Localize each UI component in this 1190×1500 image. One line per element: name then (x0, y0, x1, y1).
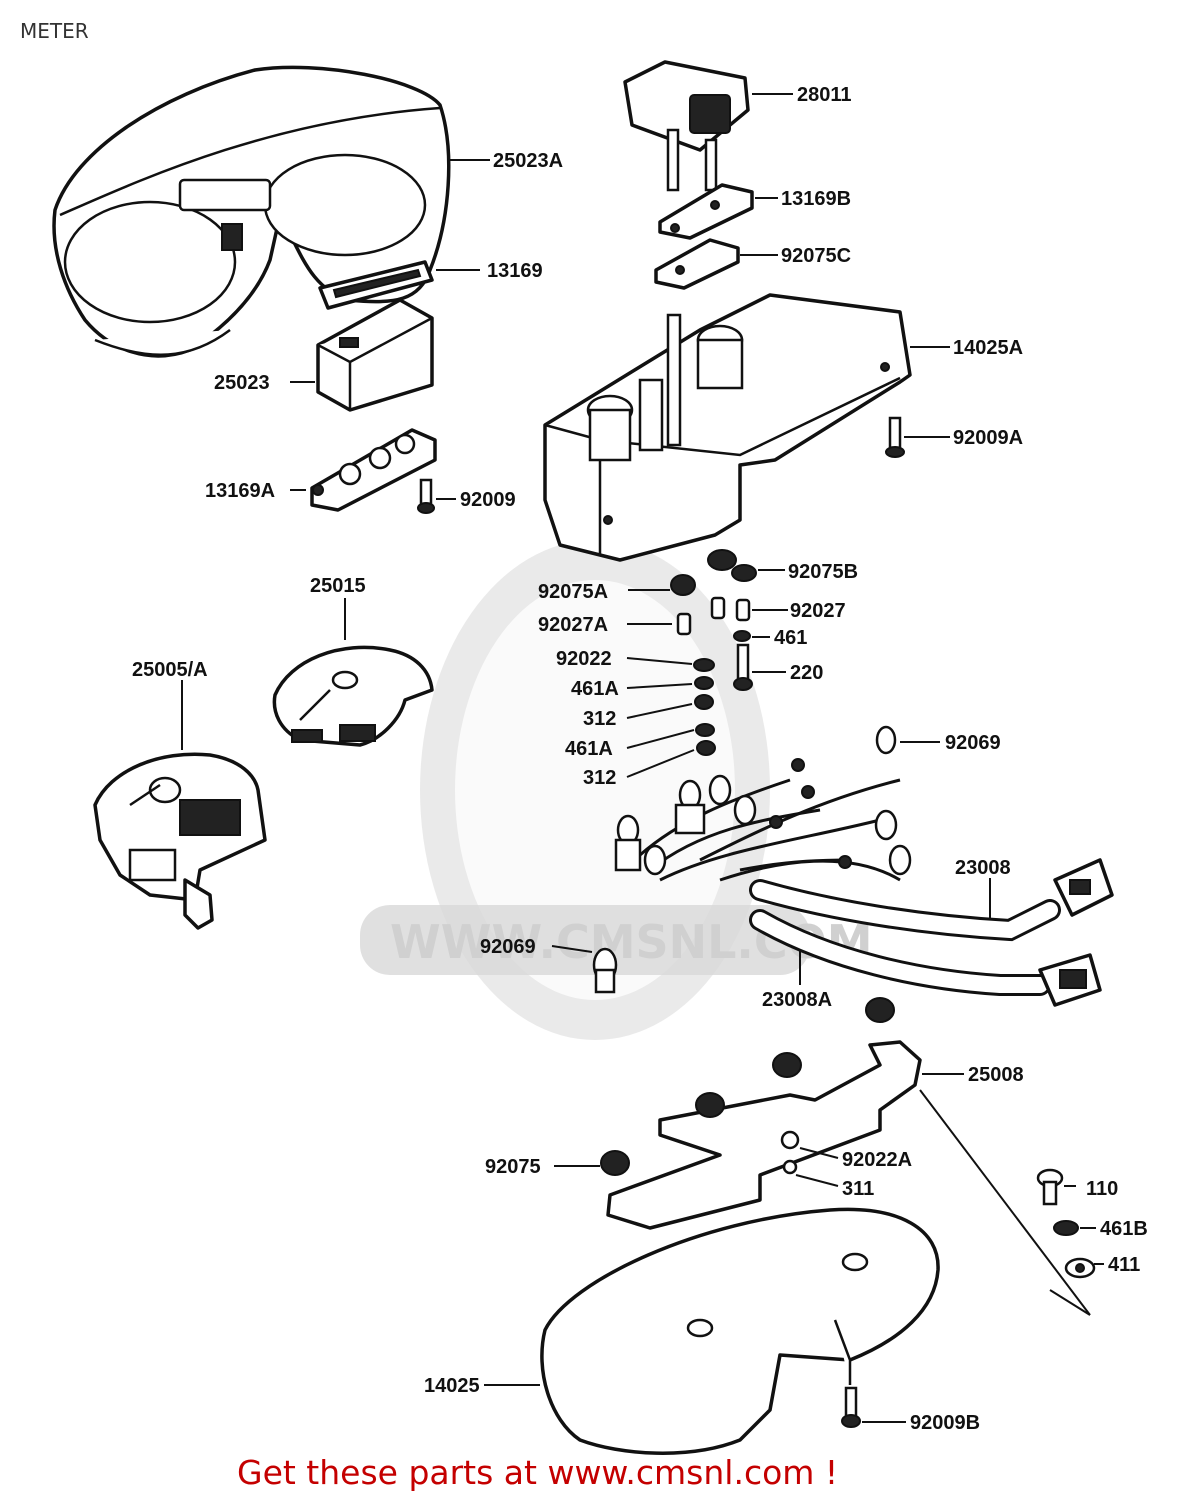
part-411-washer (1064, 1257, 1096, 1279)
part-92009-screw (417, 478, 435, 514)
label-13169b: 13169B (781, 188, 851, 210)
label-25023: 25023 (214, 372, 270, 394)
part-110-bolt (1036, 1168, 1064, 1206)
footer-promo-text: Get these parts at www.cmsnl.com ! (237, 1453, 838, 1492)
label-411: 411 (1108, 1254, 1140, 1276)
label-25015: 25015 (310, 575, 366, 597)
label-92022a: 92022A (842, 1149, 912, 1171)
part-25023a-meter-cover (52, 65, 451, 358)
label-92075b: 92075B (788, 561, 858, 583)
label-23008a: 23008A (762, 989, 832, 1011)
part-23008-wiring-harness (614, 725, 1114, 1007)
label-92027a: 92027A (538, 614, 608, 636)
label-92022: 92022 (556, 648, 612, 670)
label-461b: 461B (1100, 1218, 1148, 1240)
label-461a-lower: 461A (565, 738, 613, 760)
part-461-washer (733, 630, 751, 642)
label-14025: 14025 (424, 1375, 480, 1397)
part-25005a-gauge (93, 752, 267, 930)
part-461b-washer (1053, 1220, 1079, 1236)
page-title: METER (20, 19, 89, 43)
label-92075c: 92075C (781, 245, 851, 267)
label-92009: 92009 (460, 489, 516, 511)
label-28011: 28011 (797, 84, 852, 106)
label-220: 220 (790, 662, 823, 684)
part-25008-bracket (606, 1040, 922, 1230)
label-311: 311 (842, 1178, 874, 1200)
part-92009b-screw (841, 1386, 861, 1428)
part-92075c (654, 238, 740, 290)
part-14025a-meter-housing (543, 293, 912, 562)
leader-lines (181, 93, 1104, 1423)
label-92075a: 92075A (538, 581, 608, 603)
label-25005a: 25005/A (132, 659, 208, 681)
label-92069-lower: 92069 (480, 936, 536, 958)
part-14025-lower-cover (540, 1207, 940, 1455)
label-461a-upper: 461A (571, 678, 619, 700)
part-461a-washers (694, 676, 715, 737)
part-92075b-grommet (707, 549, 757, 582)
part-28011-switch (623, 60, 750, 192)
part-312-nuts (694, 694, 716, 756)
label-25008: 25008 (968, 1064, 1024, 1086)
label-461: 461 (774, 627, 807, 649)
label-110: 110 (1086, 1178, 1118, 1200)
label-92009a: 92009A (953, 427, 1023, 449)
label-14025a: 14025A (953, 337, 1023, 359)
part-92027a-spacer (676, 596, 726, 636)
label-312-lower: 312 (583, 767, 616, 789)
part-92075-grommets (600, 997, 895, 1176)
label-23008: 23008 (955, 857, 1011, 879)
part-25023 (316, 298, 434, 412)
label-13169: 13169 (487, 260, 543, 282)
label-92069-upper: 92069 (945, 732, 1001, 754)
label-92075: 92075 (485, 1156, 541, 1178)
part-13169 (318, 260, 434, 310)
part-92027-spacer (735, 598, 751, 622)
part-92075a-grommet (670, 574, 696, 596)
part-92069-bulb (592, 947, 618, 994)
label-13169a: 13169A (205, 480, 275, 502)
label-312-upper: 312 (583, 708, 616, 730)
part-13169a (310, 428, 437, 512)
part-92009a-screw (885, 416, 905, 458)
part-92022-washer (693, 658, 715, 672)
part-25015-gauge (272, 645, 434, 747)
part-220-screw (733, 643, 753, 691)
label-92009b: 92009B (910, 1412, 980, 1434)
label-92027: 92027 (790, 600, 846, 622)
label-25023a: 25023A (493, 150, 563, 172)
part-13169b (658, 183, 754, 240)
